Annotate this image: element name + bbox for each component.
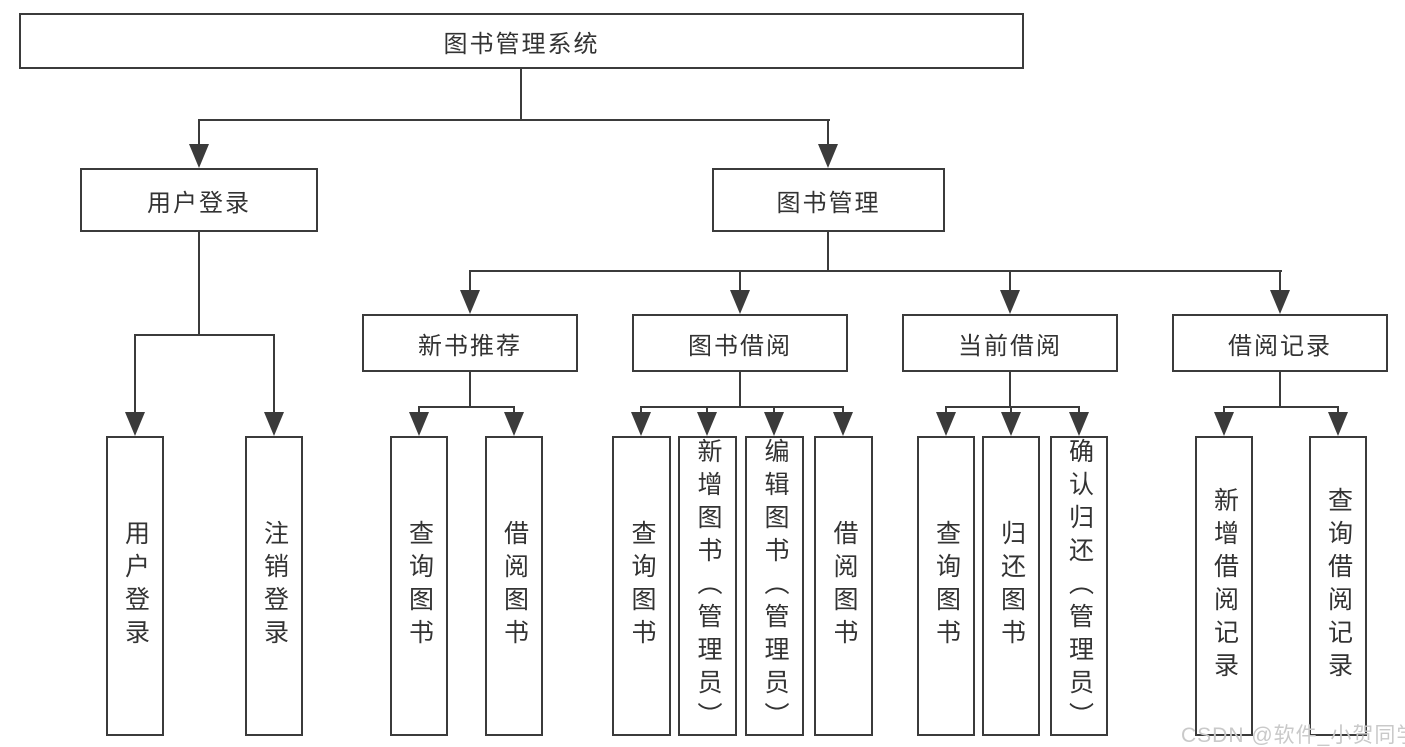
arrow-down-icon <box>730 290 750 314</box>
leaf-cb-return-book: 归还图书 <box>982 436 1040 736</box>
leaf-bb-query-book-label: 查询图书 <box>628 520 656 652</box>
connector-br-drop <box>1279 372 1281 408</box>
node-root-label: 图书管理系统 <box>443 30 600 58</box>
connector-stem <box>842 406 844 414</box>
arrow-down-icon <box>125 412 145 436</box>
connector-user-login-bar <box>134 334 275 336</box>
node-book-management: 图书管理 <box>712 168 945 232</box>
leaf-bb-add-book-admin-label: 新增图书（管理员） <box>694 437 722 735</box>
connector-stem <box>1223 406 1225 414</box>
connector-stem <box>706 406 708 414</box>
arrow-down-icon <box>631 412 651 436</box>
arrow-down-icon <box>818 144 838 168</box>
connector-stem <box>418 406 420 414</box>
connector-stem-user-login <box>198 119 200 147</box>
leaf-bb-borrow-book-label: 借阅图书 <box>830 520 858 652</box>
connector-stem-new-book <box>469 270 471 292</box>
connector-stem <box>773 406 775 414</box>
node-borrow-records: 借阅记录 <box>1172 314 1388 372</box>
connector-stem-book-mgmt <box>827 119 829 147</box>
arrow-down-icon <box>1000 290 1020 314</box>
arrow-down-icon <box>189 144 209 168</box>
arrow-down-icon <box>1270 290 1290 314</box>
connector-stem-leaf-login <box>134 334 136 412</box>
leaf-nbr-query-book: 查询图书 <box>390 436 448 736</box>
connector-stem-leaf-logout <box>273 334 275 412</box>
connector-stem-borrow-records <box>1279 270 1281 292</box>
leaf-br-query-record: 查询借阅记录 <box>1309 436 1367 736</box>
leaf-user-login-label: 用户登录 <box>121 520 150 652</box>
connector-cb-bar <box>945 406 1079 408</box>
connector-br-bar <box>1223 406 1338 408</box>
leaf-br-add-record: 新增借阅记录 <box>1195 436 1253 736</box>
leaf-bb-borrow-book: 借阅图书 <box>814 436 873 736</box>
arrow-down-icon <box>1001 412 1021 436</box>
leaf-cb-return-book-label: 归还图书 <box>997 520 1026 652</box>
leaf-cb-query-book-label: 查询图书 <box>932 520 961 652</box>
arrow-down-icon <box>1328 412 1348 436</box>
connector-root-drop <box>520 69 522 121</box>
connector-stem <box>640 406 642 414</box>
connector-nbr-drop <box>469 372 471 408</box>
connector-stem <box>513 406 515 414</box>
leaf-bb-edit-book-admin: 编辑图书（管理员） <box>745 436 804 736</box>
connector-stem <box>1078 406 1080 414</box>
node-new-book-recommend: 新书推荐 <box>362 314 578 372</box>
connector-stem <box>1337 406 1339 414</box>
connector-stem <box>945 406 947 414</box>
leaf-cb-query-book: 查询图书 <box>917 436 975 736</box>
leaf-br-add-record-label: 新增借阅记录 <box>1210 487 1239 685</box>
leaf-nbr-borrow-book: 借阅图书 <box>485 436 543 736</box>
node-user-login-label: 用户登录 <box>147 189 251 217</box>
arrow-down-icon <box>697 412 717 436</box>
connector-stem-book-borrow <box>739 270 741 292</box>
arrow-down-icon <box>1069 412 1089 436</box>
connector-nbr-bar <box>418 406 515 408</box>
connector-bb-bar <box>640 406 843 408</box>
arrow-down-icon <box>460 290 480 314</box>
connector-stem <box>1010 406 1012 414</box>
connector-book-mgmt-drop <box>827 232 829 272</box>
node-current-borrow-label: 当前借阅 <box>958 332 1062 360</box>
node-current-borrow: 当前借阅 <box>902 314 1118 372</box>
leaf-bb-edit-book-admin-label: 编辑图书（管理员） <box>761 437 789 735</box>
leaf-cb-confirm-return-admin-label: 确认归还（管理员） <box>1065 437 1094 735</box>
leaf-cb-confirm-return-admin: 确认归还（管理员） <box>1050 436 1108 736</box>
arrow-down-icon <box>1214 412 1234 436</box>
arrow-down-icon <box>264 412 284 436</box>
connector-stem-current-borrow <box>1009 270 1011 292</box>
leaf-user-login: 用户登录 <box>106 436 164 736</box>
leaf-br-query-record-label: 查询借阅记录 <box>1324 487 1353 685</box>
connector-book-mgmt-bar <box>469 270 1282 272</box>
node-book-management-label: 图书管理 <box>776 189 881 217</box>
arrow-down-icon <box>764 412 784 436</box>
arrow-down-icon <box>504 412 524 436</box>
connector-bb-drop <box>739 372 741 408</box>
node-book-borrow-label: 图书借阅 <box>688 332 792 360</box>
csdn-watermark: CSDN @软件_小贺同学 <box>1181 724 1405 747</box>
node-borrow-records-label: 借阅记录 <box>1228 332 1332 360</box>
leaf-bb-query-book: 查询图书 <box>612 436 671 736</box>
connector-user-login-drop <box>198 232 200 336</box>
node-user-login: 用户登录 <box>80 168 318 232</box>
node-book-borrow: 图书借阅 <box>632 314 848 372</box>
arrow-down-icon <box>833 412 853 436</box>
leaf-logout: 注销登录 <box>245 436 303 736</box>
leaf-bb-add-book-admin: 新增图书（管理员） <box>678 436 737 736</box>
connector-cb-drop <box>1009 372 1011 408</box>
node-new-book-recommend-label: 新书推荐 <box>418 332 522 360</box>
arrow-down-icon <box>936 412 956 436</box>
arrow-down-icon <box>409 412 429 436</box>
leaf-nbr-query-book-label: 查询图书 <box>405 520 434 652</box>
node-root: 图书管理系统 <box>19 13 1024 69</box>
leaf-nbr-borrow-book-label: 借阅图书 <box>500 520 529 652</box>
leaf-logout-label: 注销登录 <box>260 520 289 652</box>
connector-root-bar <box>198 119 830 121</box>
